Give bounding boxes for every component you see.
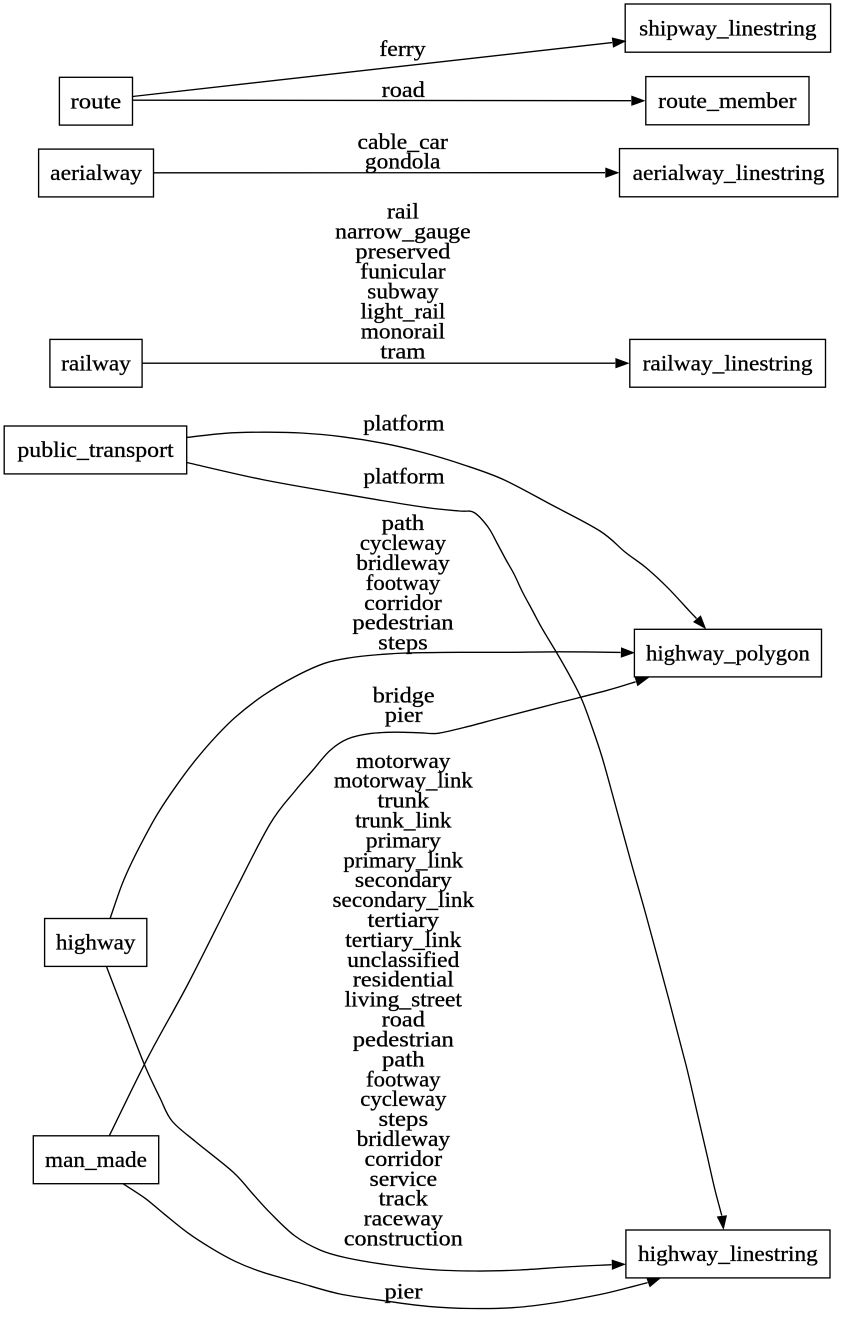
- svg-text:construction: construction: [344, 1226, 463, 1251]
- svg-text:service: service: [370, 1166, 438, 1191]
- svg-text:bridleway: bridleway: [357, 1126, 450, 1151]
- svg-text:aerialway: aerialway: [50, 160, 142, 185]
- svg-text:shipway_linestring: shipway_linestring: [639, 15, 816, 40]
- svg-text:track: track: [379, 1186, 428, 1211]
- svg-text:light_rail: light_rail: [361, 298, 446, 323]
- svg-text:cable_car: cable_car: [358, 129, 449, 154]
- svg-text:trunk: trunk: [377, 788, 429, 813]
- svg-text:platform: platform: [363, 463, 444, 488]
- svg-text:primary: primary: [366, 827, 441, 852]
- svg-text:ferry: ferry: [379, 36, 425, 61]
- svg-text:road: road: [382, 1007, 425, 1032]
- svg-text:funicular: funicular: [360, 258, 446, 283]
- svg-text:road: road: [382, 77, 425, 102]
- svg-text:pier: pier: [385, 1279, 424, 1304]
- svg-text:corridor: corridor: [365, 1146, 443, 1171]
- svg-text:platform: platform: [363, 410, 444, 435]
- svg-text:tertiary: tertiary: [368, 907, 440, 932]
- svg-text:cycleway: cycleway: [360, 530, 446, 555]
- svg-text:monorail: monorail: [361, 318, 445, 343]
- svg-text:motorway_link: motorway_link: [334, 768, 473, 793]
- svg-text:raceway: raceway: [364, 1206, 443, 1231]
- svg-text:bridge: bridge: [373, 682, 435, 707]
- svg-text:highway_polygon: highway_polygon: [646, 640, 810, 665]
- svg-text:corridor: corridor: [364, 590, 442, 615]
- svg-text:gondola: gondola: [365, 149, 441, 174]
- svg-text:railway_linestring: railway_linestring: [643, 351, 813, 376]
- svg-text:highway: highway: [56, 930, 136, 955]
- svg-text:public_transport: public_transport: [17, 437, 173, 462]
- svg-text:steps: steps: [378, 630, 428, 655]
- svg-text:footway: footway: [366, 570, 441, 595]
- svg-text:primary_link: primary_link: [343, 847, 463, 872]
- svg-text:pedestrian: pedestrian: [352, 610, 453, 635]
- svg-text:unclassified: unclassified: [347, 947, 459, 972]
- svg-text:man_made: man_made: [45, 1147, 147, 1172]
- svg-text:living_street: living_street: [345, 987, 462, 1012]
- svg-text:narrow_gauge: narrow_gauge: [335, 218, 471, 243]
- svg-text:tertiary_link: tertiary_link: [345, 927, 461, 952]
- svg-text:pier: pier: [385, 702, 424, 727]
- svg-text:path: path: [382, 1046, 425, 1071]
- svg-text:rail: rail: [387, 198, 419, 223]
- svg-text:route_member: route_member: [658, 88, 797, 113]
- svg-text:bridleway: bridleway: [356, 550, 449, 575]
- svg-text:trunk_link: trunk_link: [355, 808, 451, 833]
- svg-text:steps: steps: [379, 1106, 429, 1131]
- svg-text:cycleway: cycleway: [360, 1086, 446, 1111]
- svg-text:residential: residential: [353, 967, 454, 992]
- svg-text:tram: tram: [380, 338, 425, 363]
- svg-text:secondary_link: secondary_link: [333, 887, 475, 912]
- svg-text:path: path: [382, 510, 425, 535]
- svg-text:aerialway_linestring: aerialway_linestring: [633, 160, 825, 185]
- svg-text:route: route: [71, 88, 122, 113]
- svg-text:secondary: secondary: [355, 867, 452, 892]
- svg-text:motorway: motorway: [356, 748, 450, 773]
- svg-text:pedestrian: pedestrian: [353, 1027, 454, 1052]
- svg-text:highway_linestring: highway_linestring: [638, 1241, 818, 1266]
- svg-text:subway: subway: [367, 278, 438, 303]
- svg-text:preserved: preserved: [355, 238, 450, 263]
- svg-text:footway: footway: [366, 1066, 441, 1091]
- svg-text:railway: railway: [61, 351, 131, 376]
